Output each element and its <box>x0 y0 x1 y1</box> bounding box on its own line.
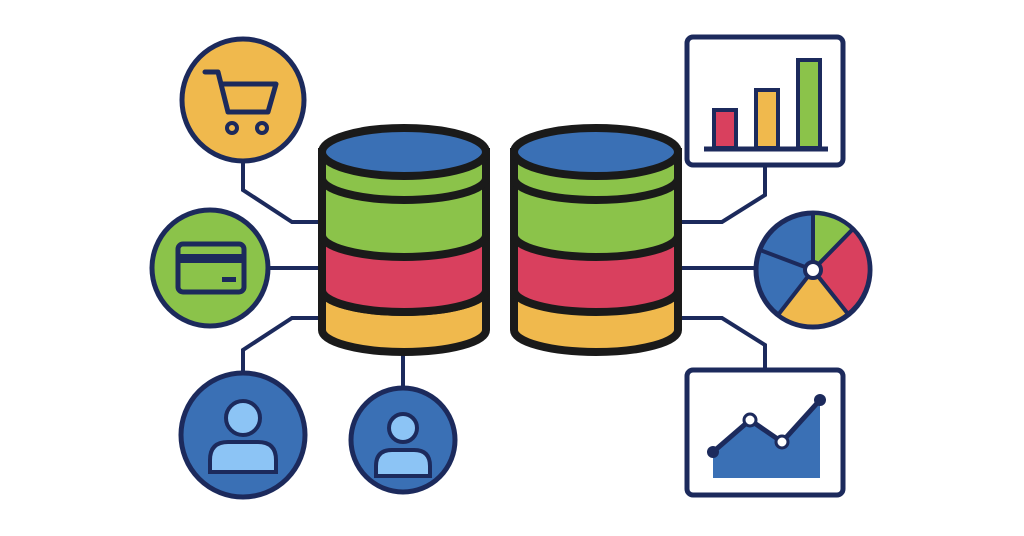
connector-user-1 <box>241 316 322 373</box>
user-icon <box>348 385 458 495</box>
shopping-cart-icon <box>179 36 307 164</box>
database-icon <box>510 124 682 356</box>
credit-card-icon <box>149 207 271 329</box>
connector-cart <box>241 162 322 224</box>
connector-line-chart <box>680 316 767 370</box>
bar-chart-icon <box>684 34 846 168</box>
user-icon <box>178 370 308 500</box>
database-icon <box>318 124 490 356</box>
line-chart-icon <box>684 367 846 498</box>
pie-chart-icon <box>753 210 873 330</box>
connectors <box>241 162 767 388</box>
connector-bar-chart <box>680 165 767 224</box>
